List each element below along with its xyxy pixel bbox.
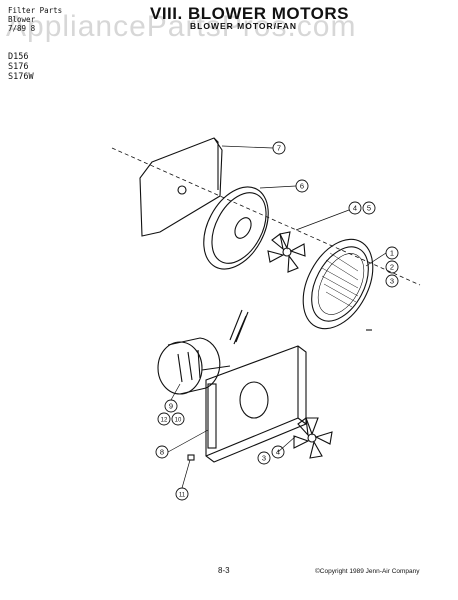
callout-4 [348, 201, 362, 215]
callout-3-label: 3 [390, 277, 394, 286]
page-subtitle: BLOWER MOTOR/FAN [190, 21, 297, 31]
screw-part-11 [187, 454, 195, 461]
callout-5 [362, 201, 376, 215]
header-left-line3: 7/89 8 [8, 24, 36, 33]
watermark: AppliancePartsPros.com [6, 10, 357, 43]
model-3: S176W [8, 72, 34, 82]
orifice-ring-part-6 [203, 186, 269, 270]
callout-4-lower-label: 4 [276, 448, 280, 457]
callout-10 [171, 412, 185, 426]
callout-1 [385, 246, 399, 260]
page-number: 8-3 [218, 566, 230, 575]
callout-12-label: 12 [161, 418, 168, 424]
mounting-plate-part-7 [139, 137, 223, 237]
callout-6 [295, 179, 309, 193]
callout-11 [175, 487, 189, 501]
callout-12 [157, 412, 171, 426]
callout-10-label: 10 [175, 418, 182, 424]
callout-2-label: 2 [390, 263, 394, 272]
fan-blade-part-4-5 [267, 231, 306, 273]
callout-7-label: 7 [277, 144, 281, 153]
callout-7 [272, 141, 286, 155]
callout-6-label: 6 [300, 182, 304, 191]
callout-5-label: 5 [367, 204, 371, 213]
header-left-line1: Filter Parts [8, 6, 63, 15]
blower-motor-part-9-10-12 [157, 309, 249, 395]
callout-8-label: 8 [160, 448, 164, 457]
header-left-line2: Blower [8, 15, 36, 24]
model-list: D156 S176 S176W [8, 52, 34, 82]
lower-fan-blade-part-3-4 [293, 416, 333, 459]
callout-9-label: 9 [169, 402, 173, 411]
model-1: D156 [8, 52, 29, 62]
callout-8 [155, 445, 169, 459]
header-left-block: Filter Parts Blower 7/89 8 [8, 6, 62, 33]
page-title: VIII. BLOWER MOTORS [150, 4, 350, 23]
callout-3-lower [257, 451, 271, 465]
grille-part-1-2-3 [302, 238, 374, 330]
callout-1-label: 1 [390, 249, 394, 258]
callout-4-lower [271, 445, 285, 459]
callout-2 [385, 260, 399, 274]
callout-3-lower-label: 3 [262, 454, 266, 463]
callout-9 [164, 399, 178, 413]
model-2: S176 [8, 62, 29, 72]
motor-bracket-part-8 [205, 345, 307, 463]
callout-3 [385, 274, 399, 288]
callout-4-label: 4 [353, 204, 357, 213]
leader-lines [167, 145, 387, 489]
copyright: ©Copyright 1989 Jenn-Air Company [315, 568, 420, 575]
callout-11-label: 11 [179, 493, 186, 499]
